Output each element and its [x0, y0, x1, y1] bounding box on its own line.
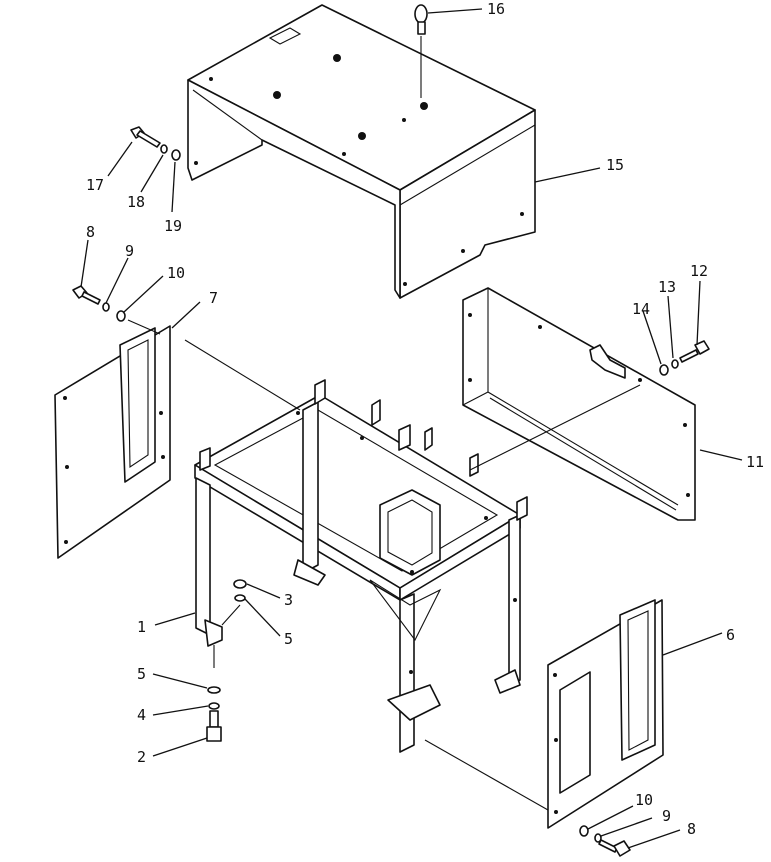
label-3: 3	[284, 591, 293, 609]
label-8-left: 8	[86, 223, 95, 241]
label-17: 17	[86, 176, 104, 194]
label-19: 19	[164, 217, 182, 235]
base-frame	[194, 379, 528, 753]
label-9-right: 9	[662, 807, 671, 825]
top-cover	[187, 4, 536, 299]
label-7: 7	[209, 289, 218, 307]
label-2: 2	[137, 748, 146, 766]
label-12: 12	[690, 262, 708, 280]
front-right-panel	[547, 599, 664, 829]
alignment-lines	[184, 339, 641, 811]
label-1: 1	[137, 618, 146, 636]
label-9-left: 9	[125, 242, 134, 260]
leader-lines	[80, 8, 743, 849]
label-11: 11	[746, 453, 764, 471]
label-5-upper: 5	[284, 630, 293, 648]
eye-bolt	[414, 4, 428, 98]
label-6: 6	[726, 626, 735, 644]
label-8-right: 8	[687, 820, 696, 838]
nut-washer-stack	[233, 579, 247, 602]
label-16: 16	[487, 0, 505, 18]
bolt-set-right-panel	[659, 340, 710, 376]
bolt-stack-under-leg	[206, 645, 222, 742]
bolt-set-front-panel	[579, 825, 631, 857]
right-rear-panel	[462, 287, 696, 521]
label-14: 14	[632, 300, 650, 318]
label-15: 15	[606, 156, 624, 174]
bolt-set-upper-left	[130, 126, 181, 161]
callout-labels: 16 15 17 18 19 8 9 10 7 12 13 14 11 3 5 …	[86, 0, 764, 838]
label-5-lower: 5	[137, 665, 146, 683]
label-10-right: 10	[635, 791, 653, 809]
left-side-panel	[54, 325, 171, 559]
label-18: 18	[127, 193, 145, 211]
bolt-set-left-panel	[72, 285, 161, 335]
label-4: 4	[137, 706, 146, 724]
label-13: 13	[658, 278, 676, 296]
label-10-left: 10	[167, 264, 185, 282]
